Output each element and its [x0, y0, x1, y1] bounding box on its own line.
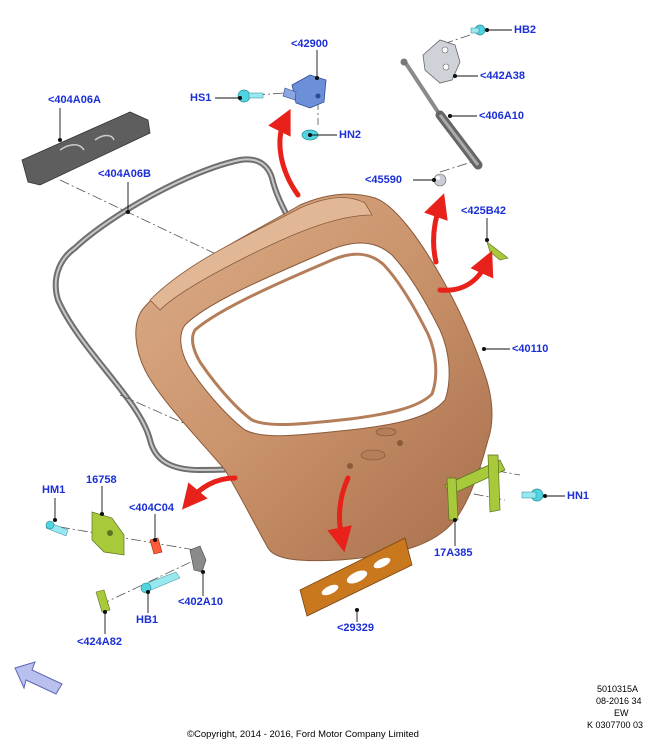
- label-45590: <45590: [365, 174, 403, 186]
- bolt-hb1: [140, 571, 181, 594]
- bolt-hs1: [237, 89, 264, 103]
- illustration-date: 08-2016 34: [596, 696, 642, 706]
- label-42900: <42900: [291, 38, 329, 50]
- removal-arrows: [181, 108, 494, 553]
- label-hn1: HN1: [567, 490, 590, 502]
- leader-lines: [52, 27, 565, 634]
- bolt-hb2: [470, 24, 486, 36]
- bolt-hm1: [45, 520, 69, 537]
- strut-bracket: [422, 39, 461, 84]
- label-402a10: <402A10: [178, 596, 223, 608]
- heat-shield: [299, 537, 413, 617]
- label-442a38: <442A38: [480, 70, 525, 82]
- illustration-ref: K 0307700 03: [587, 720, 644, 730]
- clip-425b42: [486, 241, 509, 261]
- gas-strut: [400, 58, 483, 170]
- switch-402a10: [189, 545, 207, 573]
- label-425b42: <425B42: [461, 205, 506, 217]
- bolt-hn1: [521, 488, 544, 502]
- label-hb2: HB2: [514, 24, 537, 36]
- license-bracket: [444, 454, 506, 521]
- label-17a385: 17A385: [434, 547, 473, 559]
- label-hb1: HB1: [136, 614, 159, 626]
- illustration-region: EW: [614, 708, 629, 718]
- view-direction-arrow-icon: [14, 661, 63, 695]
- upper-trim-panel: [21, 111, 151, 186]
- label-hm1: HM1: [42, 484, 66, 496]
- illustration-code: 5010315A: [597, 684, 639, 694]
- label-404a06b: <404A06B: [98, 168, 151, 180]
- label-16758: 16758: [86, 474, 117, 486]
- label-404c04: <404C04: [129, 502, 174, 514]
- label-406a10: <406A10: [479, 110, 524, 122]
- label-404a06a: <404A06A: [48, 94, 101, 106]
- liftgate-panel: [135, 193, 493, 562]
- latch-assembly: [282, 74, 327, 109]
- label-hs1: HS1: [190, 92, 212, 104]
- label-40110: <40110: [512, 343, 549, 355]
- clip-424a82: [95, 589, 111, 613]
- label-424a82: <424A82: [77, 636, 122, 648]
- copyright-notice: ©Copyright, 2014 - 2016, Ford Motor Comp…: [187, 729, 419, 740]
- label-29329: <29329: [337, 622, 375, 634]
- label-hn2: HN2: [339, 129, 362, 141]
- handle-bracket: [91, 511, 125, 556]
